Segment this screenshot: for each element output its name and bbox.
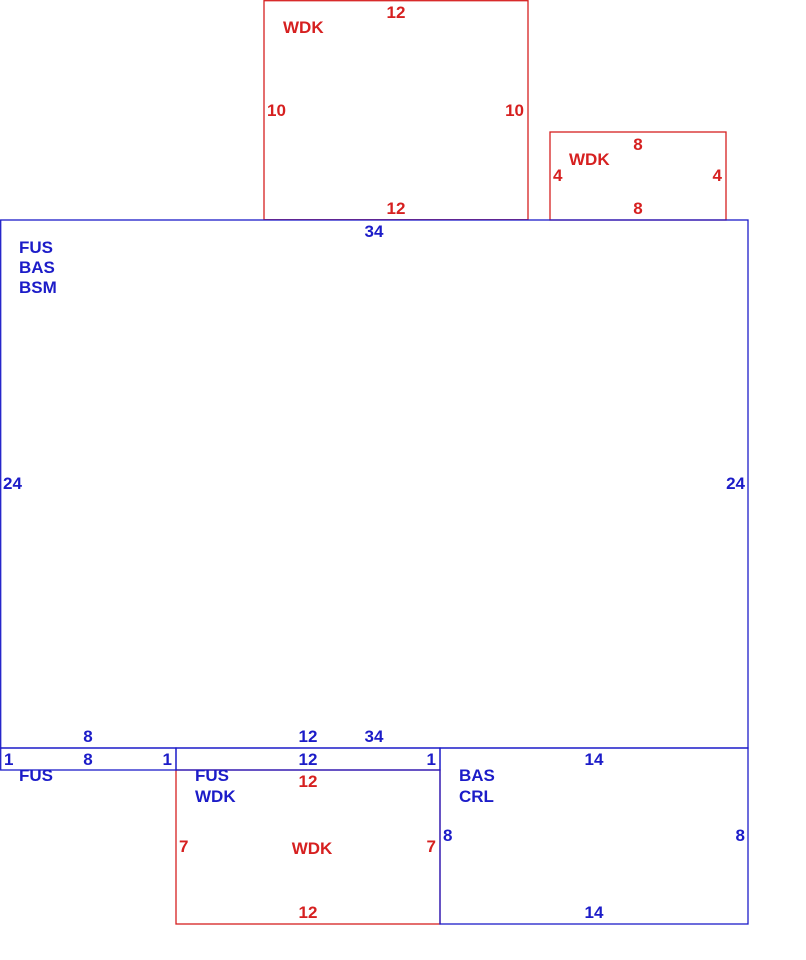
top-deck-code: WDK: [283, 18, 324, 37]
main-house: FUS BAS BSM 34 34 24 24 8 12: [0, 219, 749, 749]
center-strip: 12 1 FUS WDK: [175, 747, 441, 806]
top-deck-right-dim: 10: [505, 101, 524, 120]
side-deck-bottom-dim: 8: [633, 199, 642, 218]
main-house-code-1: FUS: [19, 238, 53, 257]
main-house-top-dim: 34: [365, 222, 384, 241]
center-strip-right-end-dim: 1: [427, 750, 436, 769]
left-strip-right-end-dim: 1: [163, 750, 172, 769]
main-house-right-dim: 24: [726, 474, 745, 493]
top-deck-top-dim: 12: [387, 3, 406, 22]
main-house-bottom-dim: 34: [365, 727, 384, 746]
main-house-code-3: BSM: [19, 278, 57, 297]
center-strip-length-dim: 12: [299, 750, 318, 769]
top-deck-bottom-dim: 12: [387, 199, 406, 218]
main-house-outline: [0, 219, 749, 749]
top-deck-left-dim: 10: [267, 101, 286, 120]
bottom-deck-right-dim: 7: [427, 837, 436, 856]
crawl-space: BAS CRL 14 14 8 8: [439, 747, 749, 925]
crawl-space-right-dim: 8: [736, 826, 745, 845]
main-house-left-dim: 24: [3, 474, 22, 493]
side-deck-right-dim: 4: [713, 166, 723, 185]
left-strip-length-dim: 8: [83, 750, 92, 769]
bottom-deck-bottom-dim: 12: [299, 903, 318, 922]
side-deck-code: WDK: [569, 150, 610, 169]
side-deck: WDK 8 8 4 4: [549, 131, 727, 221]
crawl-space-code-2: CRL: [459, 787, 494, 806]
main-house-inner-bottom-mid-dim: 12: [299, 727, 318, 746]
bottom-deck-top-dim: 12: [299, 772, 318, 791]
crawl-space-code-1: BAS: [459, 766, 495, 785]
side-deck-left-dim: 4: [553, 166, 563, 185]
bottom-deck-left-dim: 7: [179, 837, 188, 856]
crawl-space-left-dim: 8: [443, 826, 452, 845]
crawl-space-top-dim: 14: [585, 750, 604, 769]
center-strip-code-2: WDK: [195, 787, 236, 806]
left-strip-code: FUS: [19, 766, 53, 785]
crawl-space-outline: [439, 747, 749, 925]
side-deck-top-dim: 8: [633, 135, 642, 154]
left-strip: 8 1 1 FUS: [0, 747, 177, 785]
main-house-code-2: BAS: [19, 258, 55, 277]
left-strip-left-end-dim: 1: [4, 750, 13, 769]
top-deck: WDK 12 12 10 10: [263, 0, 529, 221]
crawl-space-bottom-dim: 14: [585, 903, 604, 922]
main-house-inner-bottom-left-dim: 8: [83, 727, 92, 746]
bottom-deck-code: WDK: [292, 839, 333, 858]
center-strip-code-1: FUS: [195, 766, 229, 785]
